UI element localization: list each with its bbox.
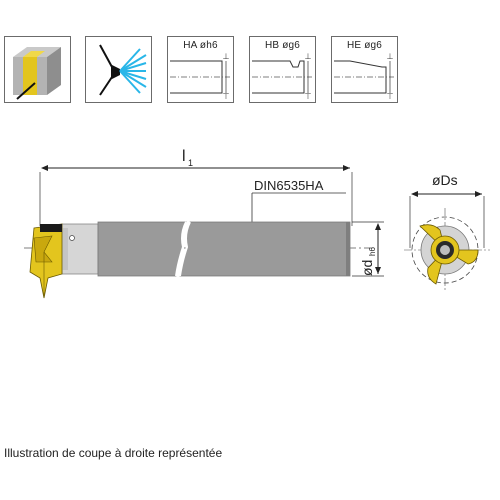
svg-text:⊤: ⊤ <box>223 92 230 101</box>
shank-type-he-label: HE øg6 <box>346 40 383 51</box>
material-panel <box>4 36 71 103</box>
length-subscript: 1 <box>188 158 193 168</box>
svg-text:⊤: ⊤ <box>305 92 312 101</box>
end-view: øDs <box>404 172 490 292</box>
shank-right <box>179 221 351 277</box>
cutting-insert <box>29 223 75 299</box>
standard-label: DIN6535HA <box>254 178 324 193</box>
internal-coolant-icon <box>99 44 147 96</box>
length-dimension: l 1 <box>39 148 353 226</box>
shank-type-he-panel: HE øg6 ⊥ ⊤ <box>331 36 398 103</box>
length-symbol: l <box>182 148 186 165</box>
shank-diameter-label: ød <box>359 260 375 276</box>
shank-diameter-dimension: ød h6 <box>352 221 384 277</box>
shank-diameter-tolerance: h6 <box>368 247 377 256</box>
tool-drawing: l 1 DIN6535HA ød h6 øDs <box>24 148 490 299</box>
shank-type-ha-label: HA øh6 <box>183 40 218 51</box>
shank-he-icon: ⊥ ⊤ <box>334 52 394 101</box>
shank-type-hb-panel: HB øg6 ⊥ ⊤ <box>249 36 316 103</box>
shank-hb-icon: ⊥ ⊤ <box>252 52 312 101</box>
svg-text:⊥: ⊥ <box>223 52 230 61</box>
svg-text:⊤: ⊤ <box>387 92 394 101</box>
svg-text:⊥: ⊥ <box>387 52 394 61</box>
shank-type-ha-panel: HA øh6 ⊥ ⊤ <box>167 36 234 103</box>
shank-type-hb-label: HB øg6 <box>264 40 301 51</box>
shank-ha-icon: ⊥ ⊤ <box>170 52 230 101</box>
shank-left <box>97 221 187 277</box>
workpiece-blind-hole-icon <box>13 47 61 100</box>
caption: Illustration de coupe à droite représent… <box>4 446 223 460</box>
cutting-diameter-label: øDs <box>432 172 458 188</box>
coolant-panel <box>85 36 152 103</box>
svg-text:⊥: ⊥ <box>305 52 312 61</box>
